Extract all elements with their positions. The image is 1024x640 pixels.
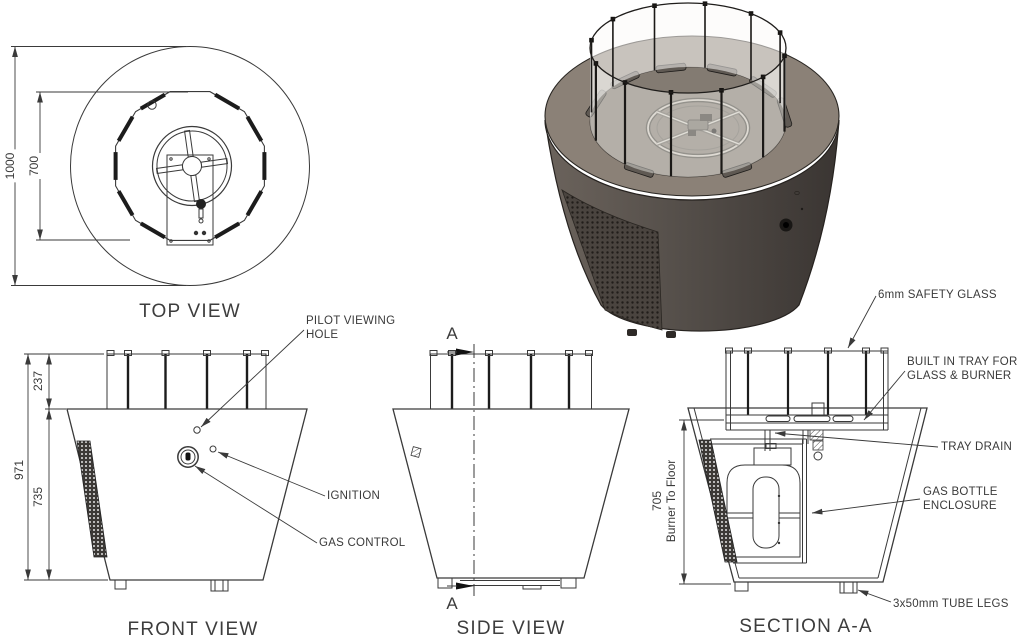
gas-bottle-enclosure-label: GAS BOTTLE ENCLOSURE [923,486,998,514]
render-glass-posts [590,3,786,177]
ignition-button [209,445,217,453]
ignition-label: IGNITION [327,490,381,502]
bottle-label-line2: ENCLOSURE [923,499,997,512]
tray-drain-label: TRAY DRAIN [941,441,1013,453]
bottle-label-line1: GAS BOTTLE [923,486,998,498]
render-burner [645,97,751,159]
render-glass-rim [589,2,787,94]
tray-label-line2: GLASS & BURNER [907,369,1012,382]
glass-posts-front [126,354,249,409]
side-body [392,408,630,579]
burner-ring-top [151,125,233,207]
dim-outer-1000: 1000 [3,149,18,183]
gas-control-label: GAS CONTROL [319,537,406,549]
side-view-caption: SIDE VIEW [456,618,566,639]
pilot-viewing-hole [193,426,201,434]
front-view-drawing [24,329,326,592]
section-arrows [456,348,474,590]
glass-clamps-side [429,350,593,356]
built-in-tray-label: BUILT IN TRAY FOR GLASS & BURNER [907,356,1018,384]
section-leaders [774,295,939,603]
section-marker-top: A [446,324,458,343]
render-glass-front [590,48,786,177]
glass-clamps-front [106,350,269,356]
glass-posts-side [450,354,571,409]
dim-burner-705-label: Burner To Floor [664,459,678,543]
bottle-enclosure [710,438,807,564]
glass-clamps-section [725,347,889,354]
dim-screen-237: 237 [31,367,46,395]
pilot-label-line1: PILOT VIEWING [306,315,396,327]
pilot-label-line2: HOLE [306,328,339,341]
glass-clamp-bars [113,92,267,240]
dim-burner-705-value: 705 [650,490,665,512]
safety-glass-label: 6mm SAFETY GLASS [878,289,997,301]
gas-bottle [726,443,801,558]
side-view-drawing [392,344,630,596]
render-glass-back [590,3,786,122]
dim-inner-700: 700 [27,152,42,180]
top-view-drawing [11,46,310,286]
burner-mixer [811,402,825,416]
pilot-viewing-hole-label: PILOT VIEWING HOLE [306,315,395,343]
glass-posts-section [746,351,868,415]
front-view-caption: FRONT VIEW [127,619,259,640]
section-caption: SECTION A-A [739,616,873,637]
dim-overall-971: 971 [12,456,27,484]
tray-label-line1: BUILT IN TRAY FOR [907,356,1018,368]
front-view-dimensions [24,353,108,581]
vent-grille-section [698,439,738,563]
tube-legs-label: 3x50mm TUBE LEGS [893,598,1009,610]
render-3d [544,1,840,338]
section-drawing [679,295,939,603]
gas-control-knob [177,446,199,468]
dim-body-735: 735 [31,483,46,511]
pilot-hole-top [147,100,157,110]
render-grille [561,189,663,331]
vent-grille-front [76,440,108,558]
render-gas-knob [779,190,804,232]
section-dimensions [679,419,731,585]
front-view-leaders [194,329,326,544]
valve-top [196,199,206,209]
gas-inlet-side [410,446,422,458]
render-feet [627,329,676,338]
top-view-caption: TOP VIEW [139,301,241,322]
section-marker-bottom: A [446,594,458,613]
dim-burner-705: 705 Burner To Floor [650,456,679,546]
